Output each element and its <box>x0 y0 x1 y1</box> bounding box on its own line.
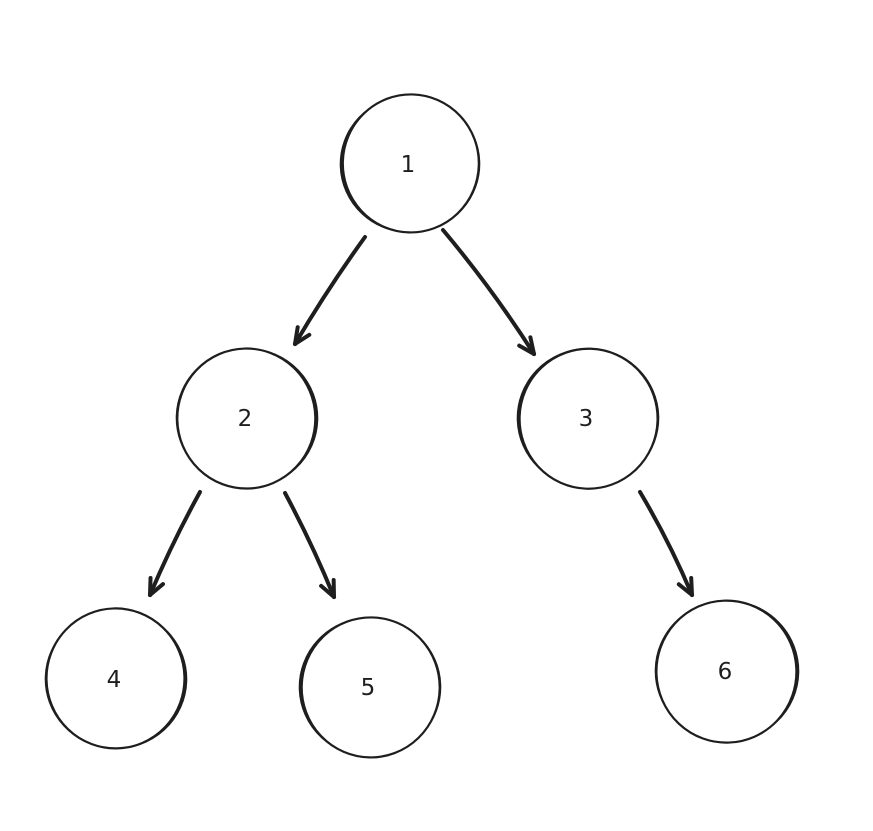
node-label: 3 <box>579 406 594 432</box>
node-label: 5 <box>361 675 376 701</box>
node-3: 3 <box>516 347 660 490</box>
node-circle-outline-overdraw <box>518 347 659 490</box>
edge-line <box>283 491 336 599</box>
edge-2-to-5 <box>283 491 336 599</box>
edge-2-to-4 <box>148 490 202 597</box>
edge-line <box>638 490 694 597</box>
edge-line <box>441 228 536 356</box>
node-circle-outline-overdraw <box>176 347 317 490</box>
node-circle-outline-overdraw <box>45 607 186 750</box>
edge-3-to-6 <box>638 490 694 597</box>
node-1: 1 <box>339 93 481 234</box>
edge-line <box>148 490 202 597</box>
node-2: 2 <box>175 347 319 490</box>
edge-1-to-3 <box>441 228 536 356</box>
arrowhead-wing-left <box>528 335 536 356</box>
arrowhead-wing-right <box>676 582 694 597</box>
node-5: 5 <box>298 616 442 759</box>
node-label: 4 <box>107 667 122 693</box>
edges-layer <box>148 228 694 599</box>
node-label: 2 <box>238 406 253 432</box>
node-circle-outline-overdraw <box>341 93 480 234</box>
arrowhead-wing-right <box>517 343 536 356</box>
node-4: 4 <box>44 607 188 750</box>
arrowhead-wing-left <box>689 576 694 597</box>
arrowhead-wing-right <box>148 576 153 597</box>
node-circle-outline-overdraw <box>300 616 441 759</box>
edge-line <box>293 235 367 346</box>
arrowhead-wing-left <box>148 582 166 597</box>
node-circle-outline-overdraw <box>655 599 798 744</box>
arrowhead-wing-right <box>319 583 336 599</box>
arrowhead-wing-right <box>293 325 300 346</box>
node-label: 6 <box>718 659 733 685</box>
node-label: 1 <box>401 152 416 178</box>
node-6: 6 <box>654 599 800 744</box>
edge-1-to-2 <box>293 235 367 346</box>
arrowhead-wing-left <box>293 332 312 346</box>
nodes-layer: 1 2 3 4 5 6 <box>44 93 800 759</box>
